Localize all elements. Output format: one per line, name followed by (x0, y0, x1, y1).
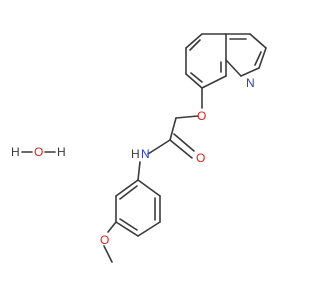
bond (175, 115, 199, 119)
bond (137, 161, 141, 181)
bond (254, 51, 262, 66)
ether-o-label: O (197, 109, 206, 123)
bond (137, 221, 161, 237)
water-h-left-label: H (11, 145, 20, 159)
bond (173, 133, 195, 152)
bond (185, 33, 203, 49)
bond (137, 179, 161, 197)
amide-h-label: H (131, 147, 140, 161)
bond (185, 73, 203, 89)
methoxy-o-label: O (100, 233, 109, 247)
bond (147, 139, 171, 155)
amide-n-label: N (141, 147, 150, 161)
bond (225, 59, 242, 77)
bond (190, 72, 203, 83)
bond (201, 75, 227, 89)
bond (258, 47, 267, 69)
bond (169, 117, 177, 141)
atom-labels: N O O H N O H O H (11, 76, 255, 247)
molecule-structure: N O O H N O H O H (11, 33, 267, 263)
bond (169, 139, 193, 159)
quinoline-n-label: N (246, 76, 255, 90)
bond (115, 221, 139, 237)
bond (240, 67, 260, 77)
water-o-label: O (34, 145, 43, 159)
bond (249, 33, 267, 49)
amide-o-label: O (196, 151, 205, 165)
bond (119, 185, 138, 200)
bond (189, 39, 201, 51)
bond (119, 218, 138, 231)
bond-lines (21, 33, 267, 263)
bond (115, 179, 139, 197)
water-h-right-label: H (57, 145, 66, 159)
bond (103, 245, 113, 263)
bond (107, 221, 117, 233)
